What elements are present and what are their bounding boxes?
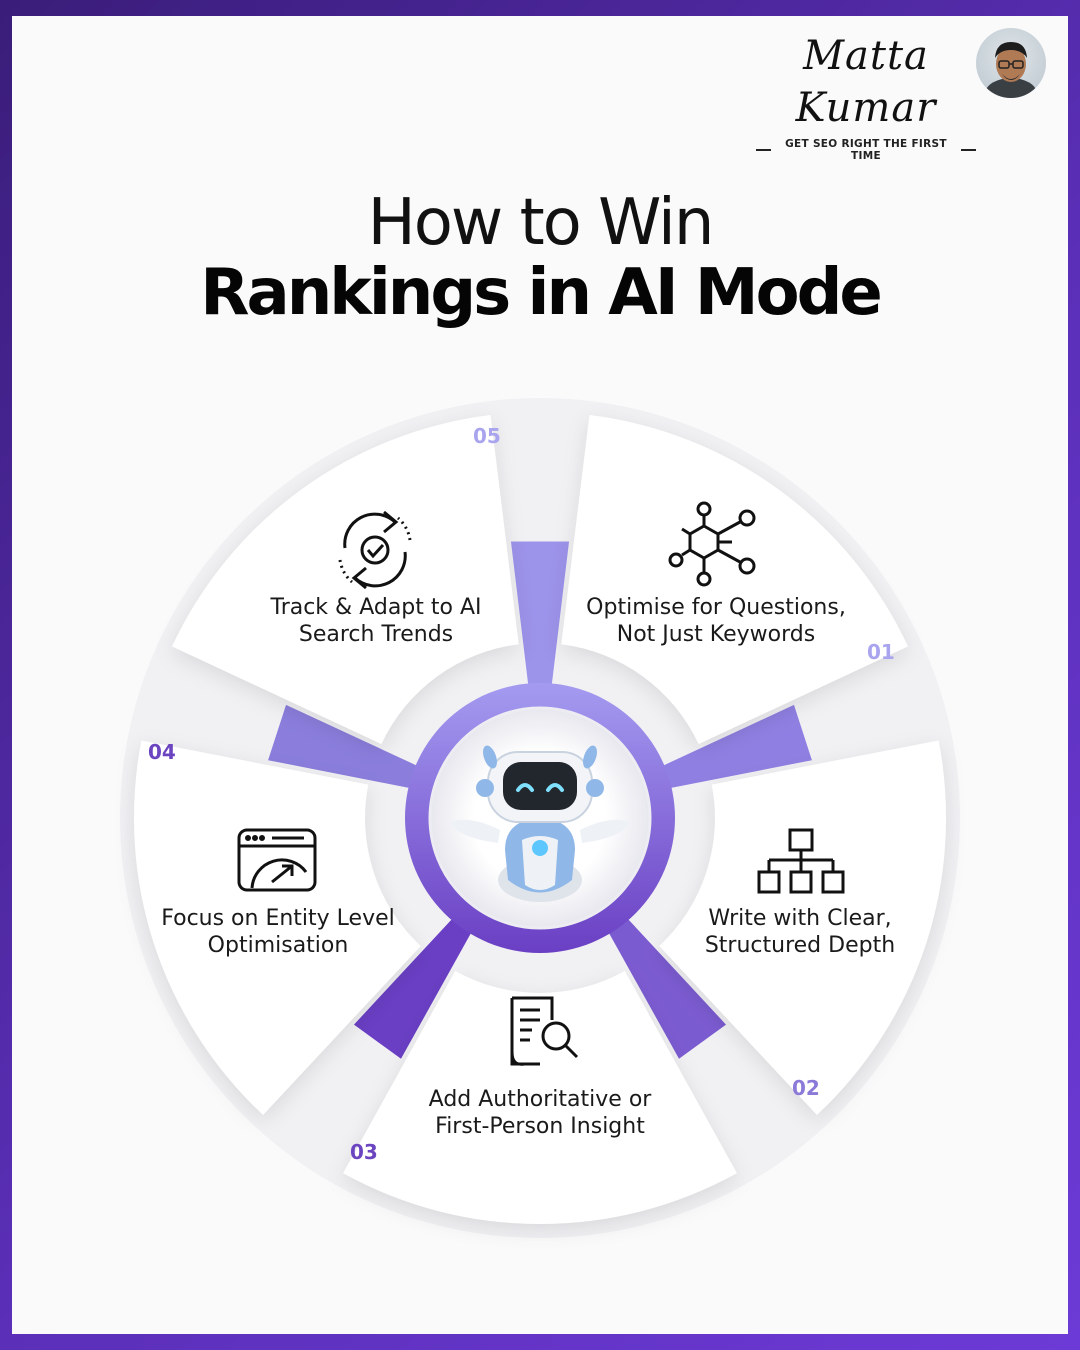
- wheel-segment: [134, 740, 421, 1115]
- brand-name: Matta Kumar: [795, 33, 937, 131]
- hierarchy-icon: [757, 828, 845, 894]
- browser-gauge-icon: [237, 828, 317, 892]
- wheel-segment: [343, 971, 737, 1224]
- step-3-number: 03: [350, 1140, 378, 1164]
- wheel-spoke: [353, 916, 474, 1059]
- brand-logo: Matta Kumar GET SEO RIGHT THE FIRST TIME: [756, 30, 976, 162]
- wheel-spoke: [659, 704, 812, 789]
- step-2-number: 02: [792, 1076, 820, 1100]
- step-1-label: Optimise for Questions, Not Just Keyword…: [586, 595, 846, 647]
- wheel-segment: [561, 415, 908, 745]
- step-1-number: 01: [867, 640, 895, 664]
- wheel-segment: [659, 740, 946, 1115]
- wheel-spoke: [606, 916, 727, 1059]
- title-line-2: Rankings in AI Mode: [200, 256, 883, 330]
- step-5-label: Track & Adapt to AI Search Trends: [270, 595, 482, 647]
- network-hexagon-icon: [668, 501, 756, 587]
- document-search-icon: [510, 996, 579, 1066]
- avatar: [976, 28, 1046, 98]
- refresh-check-icon: [338, 510, 412, 590]
- brand-tagline: GET SEO RIGHT THE FIRST TIME: [785, 138, 947, 162]
- step-2-label: Write with Clear, Structured Depth: [704, 906, 896, 958]
- wheel-spoke: [510, 541, 570, 689]
- title-line-1: How to Win: [367, 186, 715, 260]
- wheel-segment: [172, 415, 519, 745]
- step-3-label: Add Authoritative or First-Person Insigh…: [428, 1087, 652, 1139]
- robot-icon: [450, 745, 630, 902]
- step-4-label: Focus on Entity Level Optimisation: [161, 906, 395, 958]
- step-4-number: 04: [148, 740, 176, 764]
- step-5-number: 05: [473, 424, 501, 448]
- wheel-spoke: [268, 704, 421, 789]
